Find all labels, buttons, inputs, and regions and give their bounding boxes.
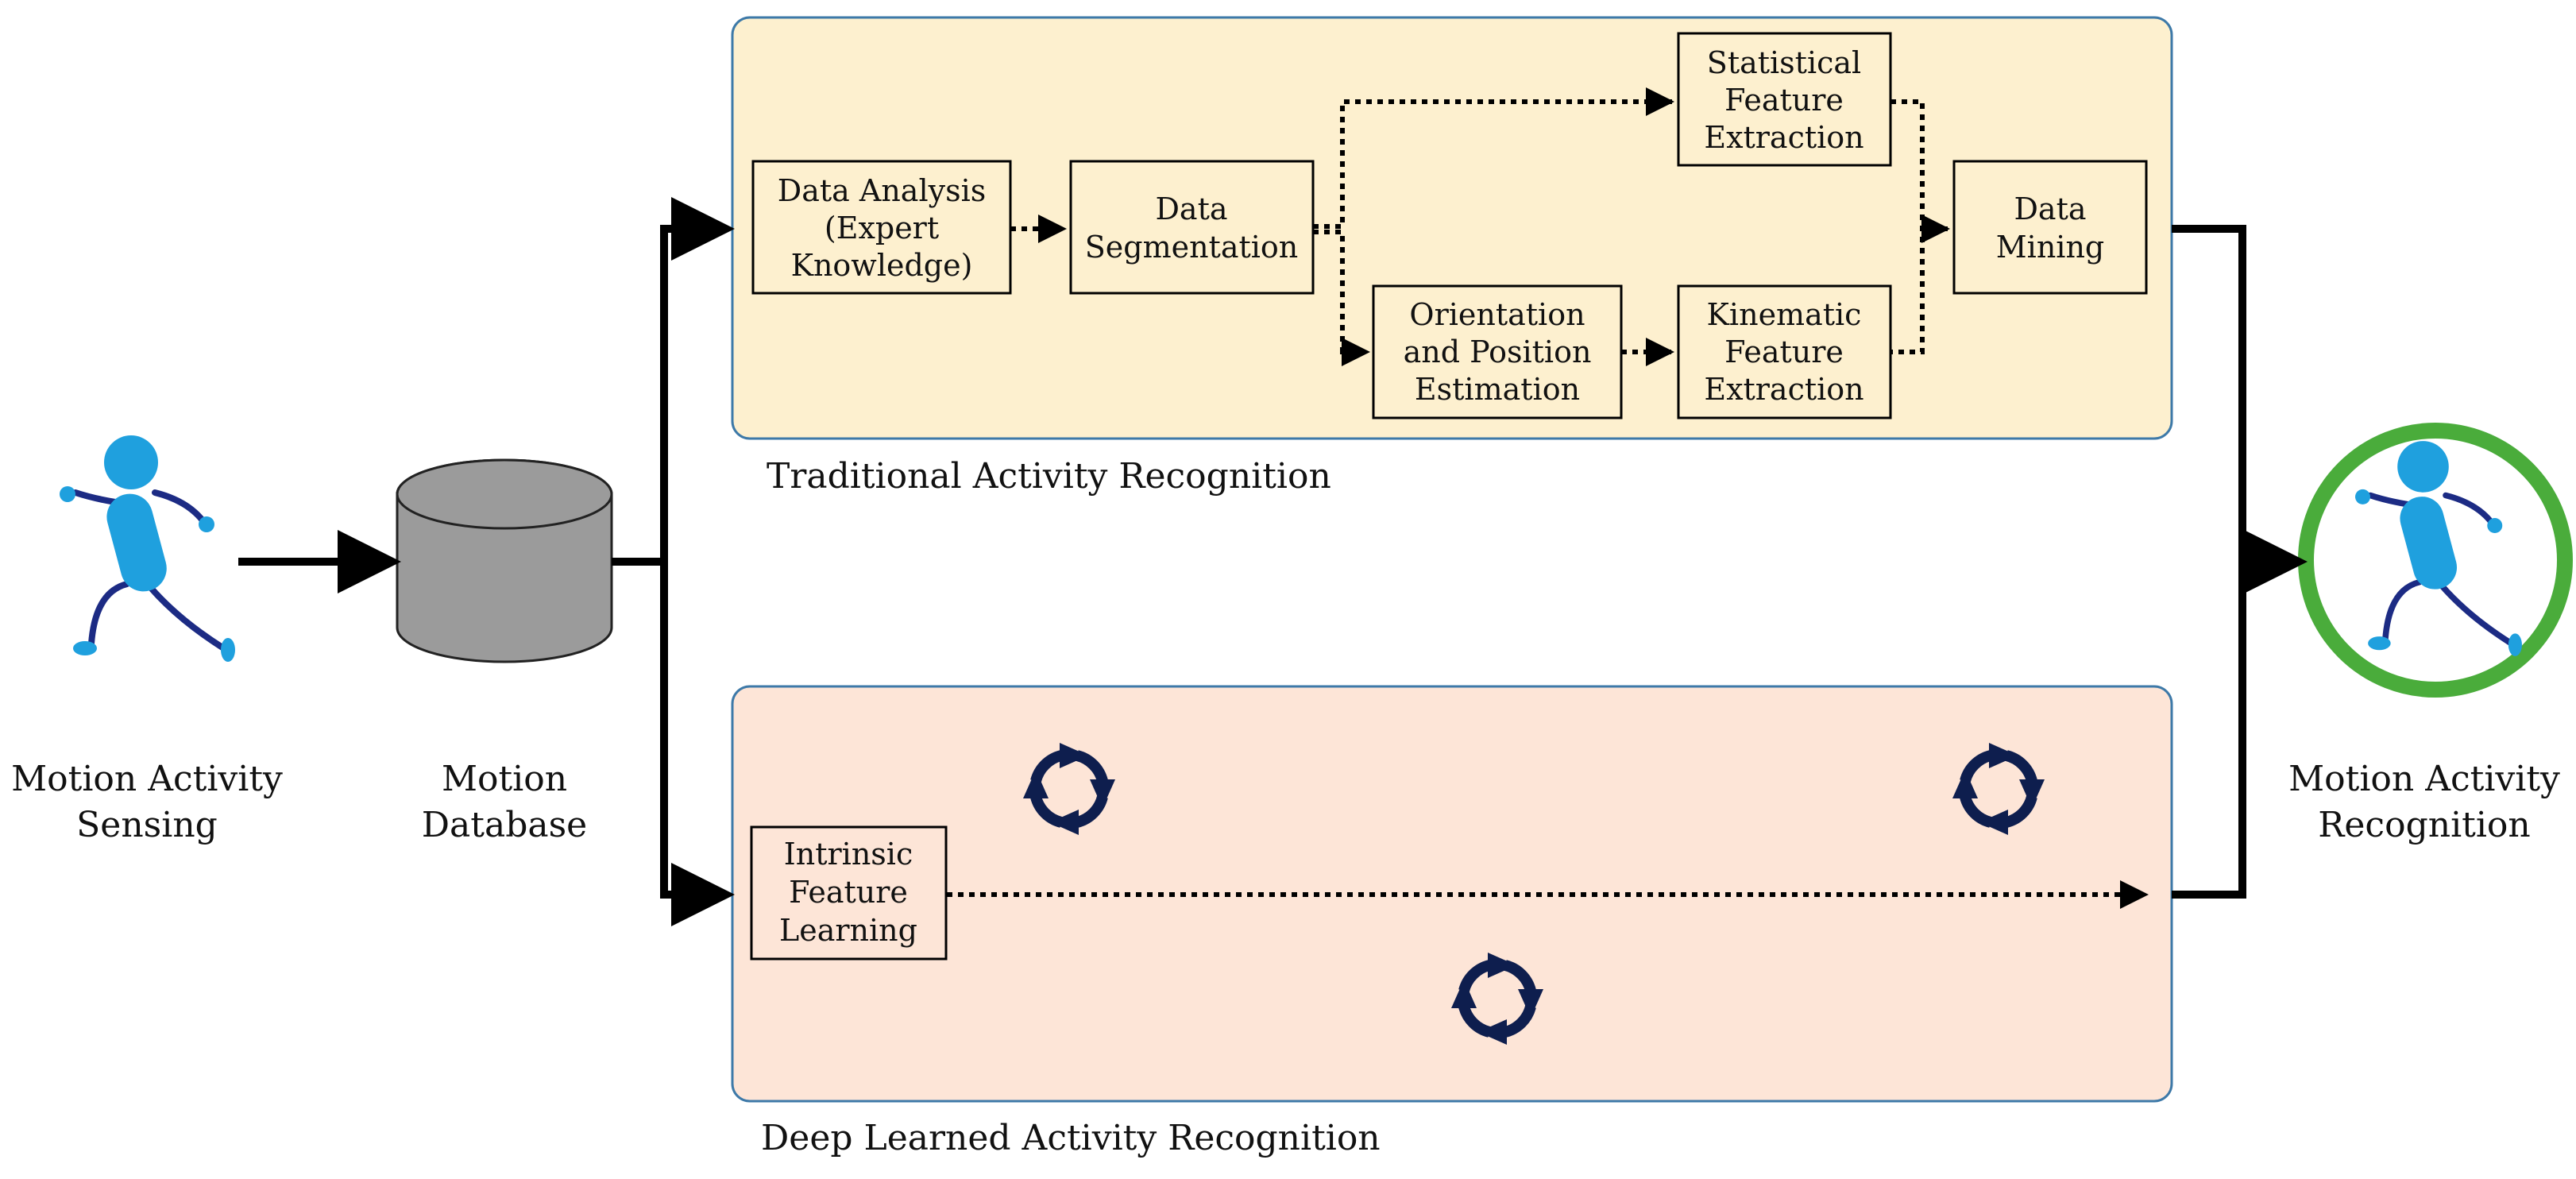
recognition-label-line-1: Motion Activity (2288, 759, 2560, 799)
box-statistical-line-1: Statistical (1707, 45, 1861, 80)
box-statistical-line-3: Extraction (1704, 120, 1863, 155)
box-intrinsic-line-3: Learning (779, 913, 917, 948)
box-kinematic-line-3: Extraction (1704, 372, 1863, 407)
sensing-label-line-2: Sensing (76, 805, 218, 845)
box-data-analysis: Data Analysis (Expert Knowledge) (751, 160, 1012, 295)
box-data-analysis-line-1: Data Analysis (778, 173, 986, 208)
box-intrinsic-line-2: Feature (789, 875, 908, 910)
box-orientation-position-estimation: Orientation and Position Estimation (1372, 284, 1623, 419)
box-data-mining-line-1: Data (2014, 191, 2086, 226)
line-deep-out (2172, 562, 2246, 899)
box-orientation-line-2: and Position (1404, 334, 1592, 369)
line-traditional-out (2172, 225, 2246, 562)
box-kinematic-line-2: Feature (1724, 334, 1844, 369)
traditional-dotted-flow (1010, 87, 1950, 366)
database-label-line-2: Database (422, 805, 587, 845)
main-flow-lines (238, 197, 2308, 926)
box-data-segmentation-line-1: Data (1155, 191, 1227, 226)
arrow-segmentation-to-orientation (1313, 230, 1370, 366)
box-orientation-line-1: Orientation (1409, 297, 1585, 332)
box-data-analysis-line-2: (Expert (825, 211, 939, 245)
box-statistical-feature-extraction: Statistical Feature Extraction (1677, 32, 1892, 167)
box-data-mining: Data Mining (1952, 160, 2148, 295)
box-statistical-line-2: Feature (1724, 83, 1844, 118)
box-orientation-line-3: Estimation (1415, 372, 1580, 407)
box-kinematic-feature-extraction: Kinematic Feature Extraction (1677, 284, 1892, 419)
arrow-to-traditional (660, 197, 735, 562)
running-person-icon (60, 435, 235, 662)
sensing-label-line-1: Motion Activity (11, 759, 283, 799)
arrow-segmentation-to-statistical (1313, 87, 1674, 229)
box-data-segmentation-line-2: Segmentation (1085, 230, 1299, 265)
recognition-label-line-2: Recognition (2318, 805, 2530, 845)
arrow-to-deep (660, 562, 735, 926)
box-intrinsic-line-1: Intrinsic (784, 837, 913, 872)
deep-panel-title: Deep Learned Activity Recognition (761, 1118, 1381, 1158)
box-kinematic-line-1: Kinematic (1707, 297, 1862, 332)
box-data-segmentation: Data Segmentation (1069, 160, 1315, 295)
box-data-mining-line-2: Mining (1996, 230, 2105, 265)
database-cylinder-icon (396, 458, 613, 663)
database-label-line-1: Motion (442, 759, 567, 799)
traditional-panel-title: Traditional Activity Recognition (767, 456, 1331, 497)
box-intrinsic-feature-learning: Intrinsic Feature Learning (750, 825, 948, 961)
box-data-analysis-line-3: Knowledge) (791, 248, 973, 283)
running-person-in-ring-icon (2298, 423, 2573, 698)
